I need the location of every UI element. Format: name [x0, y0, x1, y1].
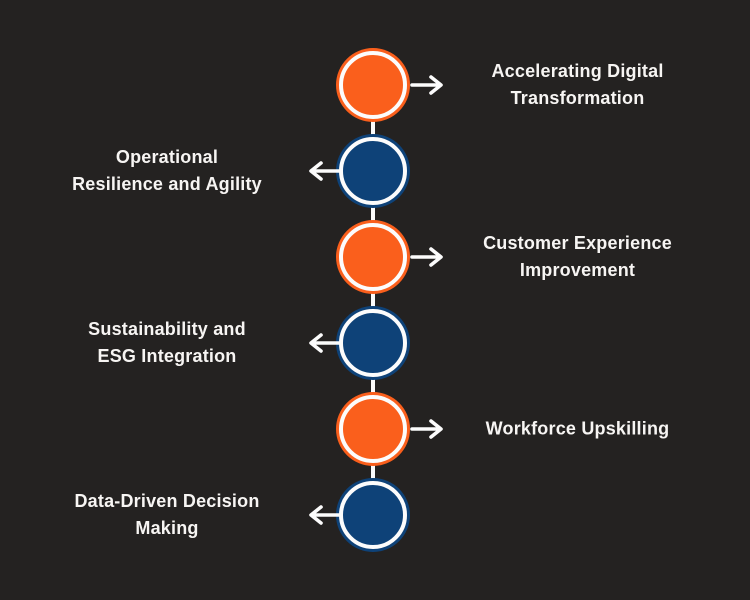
milestone-label: Sustainability and ESG Integration — [88, 319, 246, 366]
arrow-right-icon — [410, 419, 443, 439]
milestone-node — [339, 223, 407, 291]
milestone-node — [339, 51, 407, 119]
milestone-label: Operational Resilience and Agility — [72, 147, 262, 194]
milestone-node — [339, 137, 407, 205]
timeline-connector-line — [371, 85, 375, 515]
milestone-label: Workforce Upskilling — [485, 418, 670, 439]
arrow-left-icon — [309, 161, 342, 181]
arrow-right-icon — [410, 75, 443, 95]
milestone-label: Accelerating Digital Transformation — [491, 61, 664, 108]
milestone-node — [339, 395, 407, 463]
milestone-node — [339, 481, 407, 549]
arrow-left-icon — [309, 333, 342, 353]
milestone-node — [339, 309, 407, 377]
arrow-right-icon — [410, 247, 443, 267]
milestone-label: Customer Experience Improvement — [483, 233, 672, 280]
milestone-label: Data-Driven Decision Making — [74, 491, 260, 538]
arrow-left-icon — [309, 505, 342, 525]
